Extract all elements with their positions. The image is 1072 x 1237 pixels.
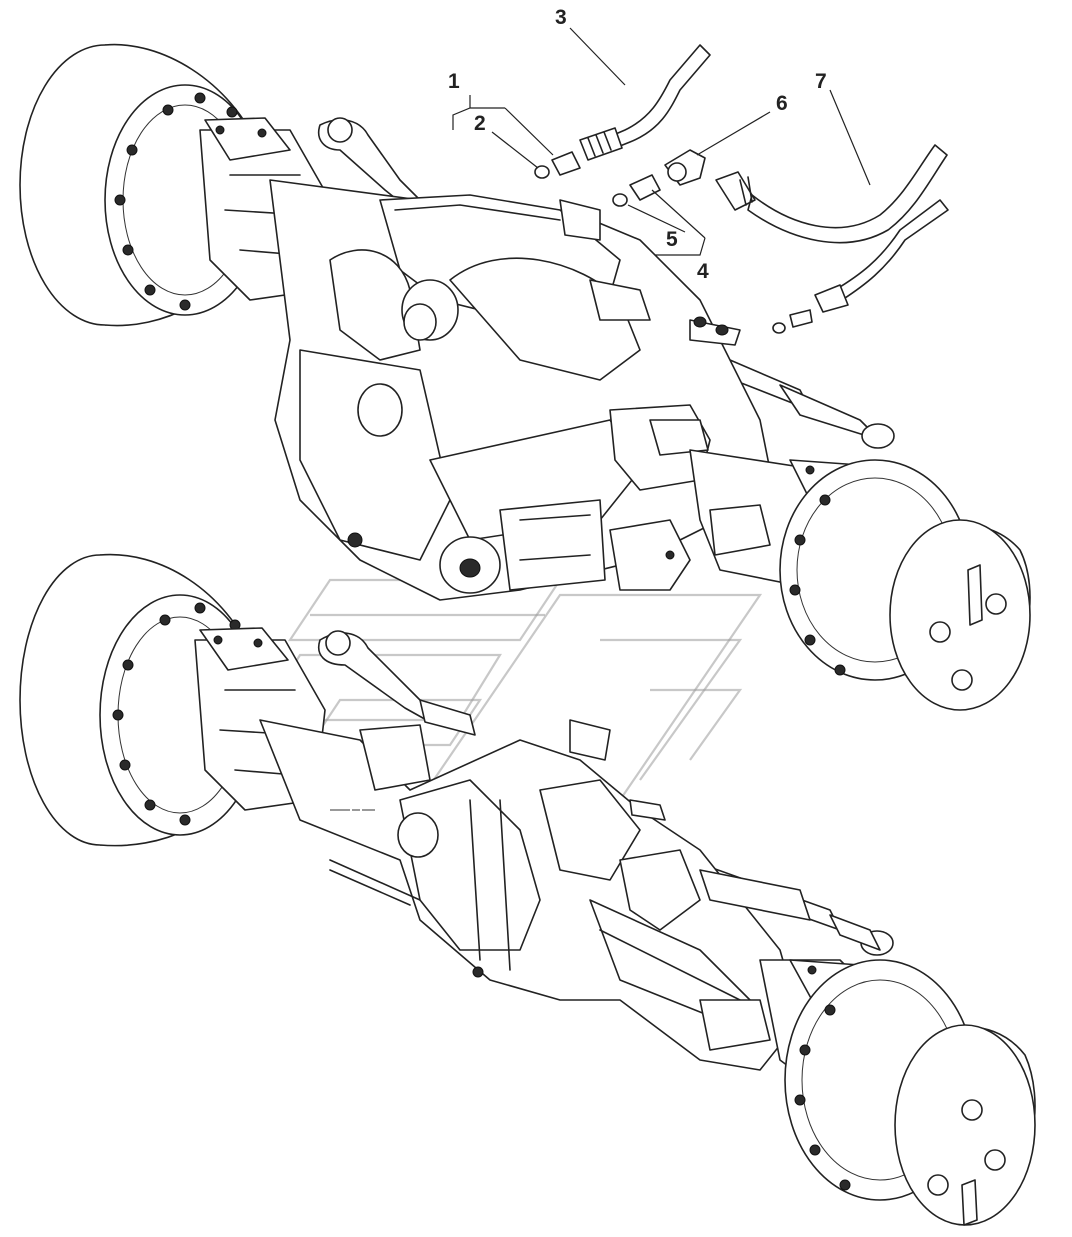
leader-lines bbox=[452, 27, 871, 256]
callout-1: 1 bbox=[448, 70, 460, 93]
callout-3: 3 bbox=[555, 6, 567, 29]
front-axle-assembly bbox=[19, 43, 1031, 711]
callout-6: 6 bbox=[776, 92, 788, 115]
front-right-wheel-hub bbox=[779, 459, 1031, 711]
callout-2: 2 bbox=[474, 112, 486, 135]
rear-axle-housing bbox=[259, 719, 811, 1071]
hose-fittings bbox=[534, 44, 949, 334]
front-right-valve-block bbox=[609, 404, 711, 591]
callout-labels: 1 2 3 4 5 6 7 bbox=[448, 6, 827, 283]
callout-4: 4 bbox=[697, 260, 709, 283]
rear-axle-assembly bbox=[19, 553, 1036, 1226]
front-axle-housing bbox=[269, 179, 771, 601]
callout-7: 7 bbox=[815, 70, 827, 93]
rear-right-wheel-hub bbox=[784, 959, 1036, 1226]
callout-5: 5 bbox=[666, 228, 678, 251]
